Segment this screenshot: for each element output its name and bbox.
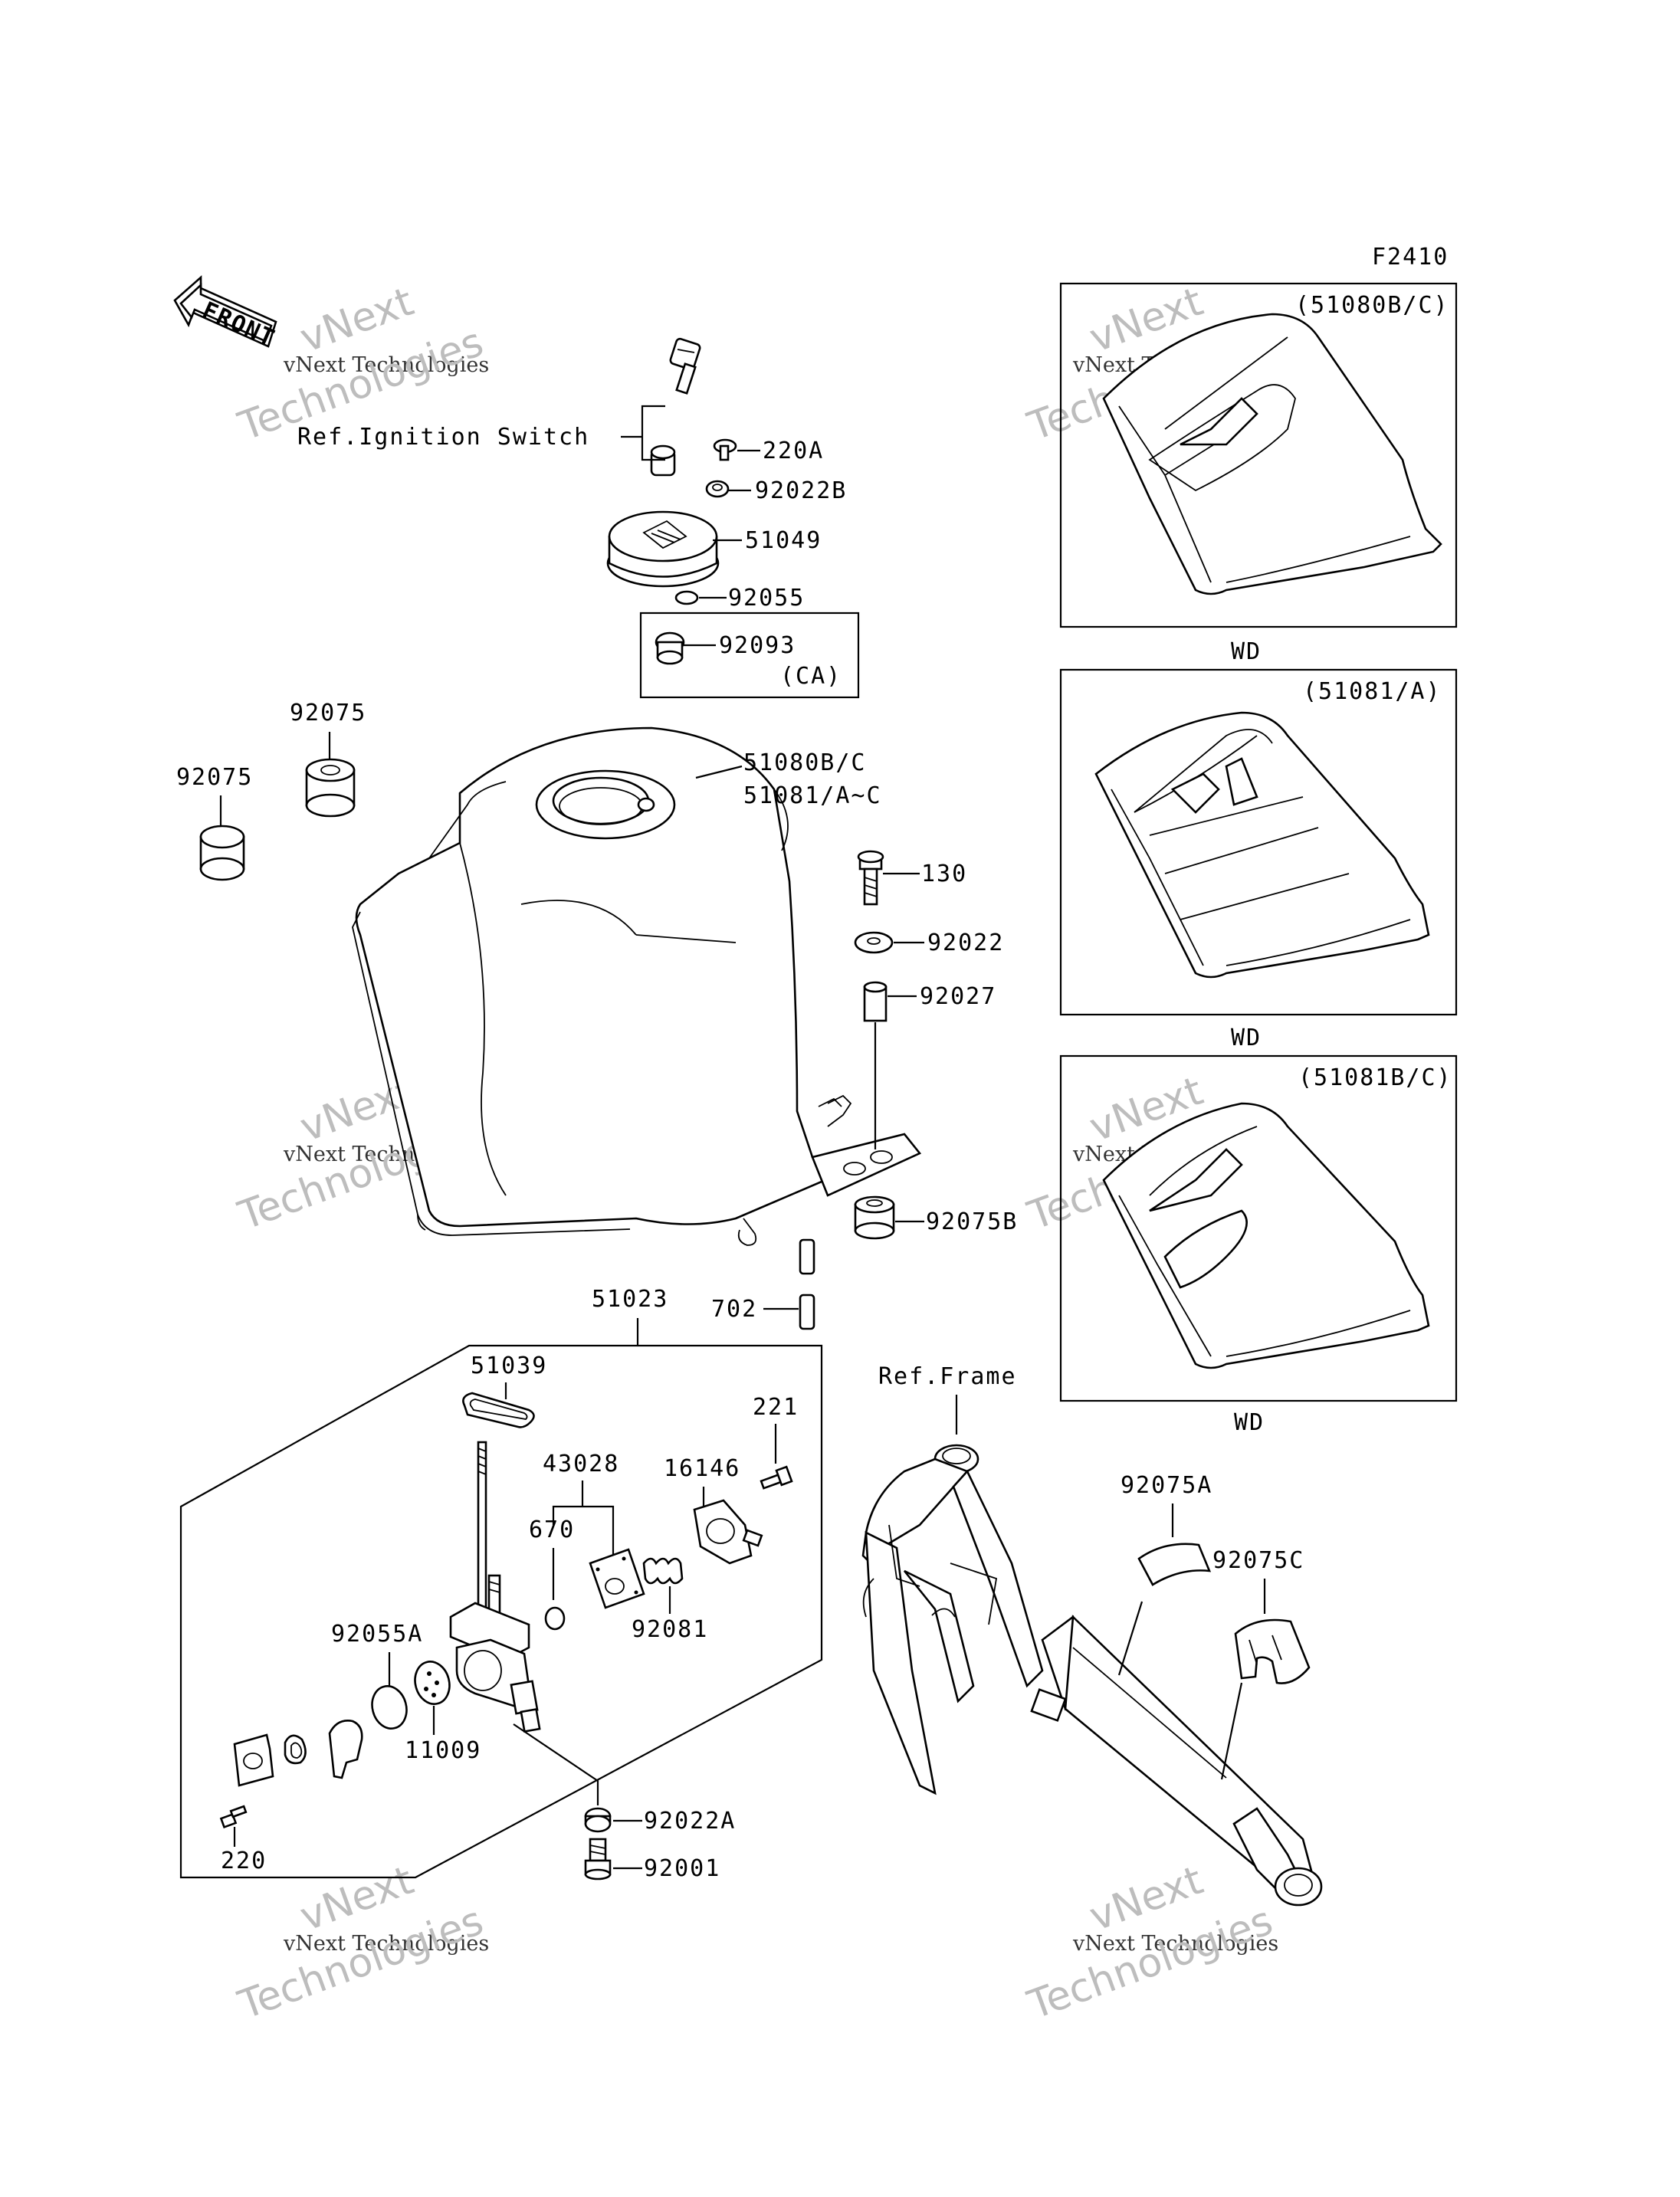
label-92075B: 92075B [926, 1208, 1018, 1235]
screw-220-icon [219, 1805, 248, 1829]
label-51039: 51039 [471, 1353, 547, 1379]
variant-panel-3: (51081B/C) WD [1059, 1054, 1458, 1436]
damper-92075-top-icon [305, 758, 356, 818]
frame-icon [861, 1444, 1323, 1907]
ca-option-box [639, 612, 860, 699]
lever-icon [328, 1720, 363, 1779]
washer-92022B-icon [705, 480, 730, 498]
watermark-company: vNext Technologies [283, 1932, 489, 1956]
leader-valve-down [513, 1723, 599, 1805]
label-92093: 92093 [719, 632, 796, 659]
label-tank-line2: 51081/A~C [743, 782, 882, 809]
label-92075C: 92075C [1212, 1547, 1304, 1574]
label-220A: 220A [763, 438, 824, 464]
ref-frame-label: Ref.Frame [878, 1363, 1017, 1390]
label-92081: 92081 [632, 1616, 708, 1643]
watermark-company: vNext Technologies [283, 353, 489, 377]
label-92055: 92055 [728, 585, 805, 612]
grommet-92075B-icon [854, 1195, 895, 1240]
watermark-bottom-left: vNext vNext Technologies Technologies [232, 1858, 489, 2029]
watermark-bottom-right: vNext vNext Technologies Technologies [1022, 1858, 1278, 2029]
ignition-key-icon [669, 337, 701, 395]
valve-92093-icon [655, 631, 685, 665]
washer-92022A-icon [584, 1807, 612, 1833]
bolt-92001-icon [584, 1838, 612, 1881]
fuel-valve-assembly-box [179, 1344, 823, 1879]
damper-92075-left-icon [199, 825, 245, 881]
variant-panel-1-code: (51080B/C) [1295, 292, 1449, 319]
fuel-cap-icon [606, 510, 720, 588]
label-11009: 11009 [405, 1737, 481, 1764]
leader-92075C-frame [1220, 1682, 1243, 1780]
spring-92081-icon [642, 1557, 684, 1585]
label-92001: 92001 [644, 1855, 720, 1882]
label-92055A: 92055A [331, 1621, 423, 1648]
screw-221-icon [760, 1465, 793, 1490]
gasket-small-icon [284, 1734, 307, 1765]
label-92027: 92027 [920, 983, 996, 1010]
gasket-51039-icon [462, 1392, 535, 1428]
diaphragm-43028-icon [589, 1548, 645, 1609]
label-221: 221 [753, 1394, 799, 1421]
variant-panel-1: (51080B/C) WD [1059, 282, 1458, 665]
oring-92055-icon [674, 590, 699, 605]
hose-702-icon [799, 1238, 815, 1330]
screw-220A-icon [713, 438, 737, 461]
front-arrow-icon: FRONT [173, 275, 280, 353]
oring-92055A-icon [371, 1685, 408, 1730]
variant-panel-3-code: (51081B/C) [1298, 1064, 1452, 1091]
tank-variant-3-icon [1102, 1102, 1430, 1369]
figure-code: F2410 [1372, 244, 1449, 271]
oring-670-icon [544, 1606, 566, 1631]
label-92022: 92022 [927, 930, 1004, 956]
fuel-tank-icon [352, 726, 922, 1246]
label-tank-line1: 51080B/C [743, 749, 867, 776]
ref-ignition-label: Ref.Ignition Switch [297, 424, 589, 451]
tank-variant-1-icon [1102, 313, 1442, 595]
label-51023: 51023 [592, 1286, 668, 1313]
label-220: 220 [221, 1848, 267, 1874]
variant-panel-3-caption: WD [1234, 1409, 1265, 1436]
label-16146: 16146 [664, 1455, 740, 1482]
label-51049: 51049 [745, 527, 822, 554]
label-92022A: 92022A [644, 1808, 736, 1835]
filter-11009-icon [414, 1661, 451, 1705]
fuel-valve-body-icon [449, 1441, 541, 1733]
watermark-company: vNext Technologies [1072, 1932, 1278, 1956]
collar-92027-icon [863, 981, 888, 1022]
label-92022B: 92022B [755, 477, 847, 504]
bolt-130-icon [857, 850, 884, 906]
cover-16146-icon [693, 1499, 763, 1565]
ignition-bracket [641, 405, 665, 461]
label-43028: 43028 [543, 1451, 619, 1477]
label-92075-top: 92075 [290, 700, 366, 726]
label-92075-left: 92075 [176, 764, 253, 791]
label-130: 130 [921, 861, 967, 887]
rubber-92075C-icon [1234, 1618, 1311, 1684]
label-670: 670 [529, 1517, 575, 1543]
variant-panel-2-code: (51081/A) [1303, 678, 1442, 705]
leader-92075A-frame [1117, 1601, 1144, 1676]
plate-icon [233, 1733, 274, 1787]
variant-panel-1-caption: WD [1231, 638, 1262, 665]
variant-panel-2-caption: WD [1231, 1025, 1262, 1051]
rubber-92075A-icon [1137, 1543, 1212, 1586]
ignition-cylinder-icon [650, 444, 676, 477]
label-702: 702 [711, 1296, 757, 1323]
washer-92022-icon [854, 931, 894, 954]
variant-panel-2: (51081/A) WD [1059, 668, 1458, 1051]
label-ca: (CA) [780, 663, 842, 690]
leader-tank [695, 765, 743, 779]
label-92075A: 92075A [1121, 1472, 1212, 1499]
tank-variant-2-icon [1094, 711, 1430, 979]
